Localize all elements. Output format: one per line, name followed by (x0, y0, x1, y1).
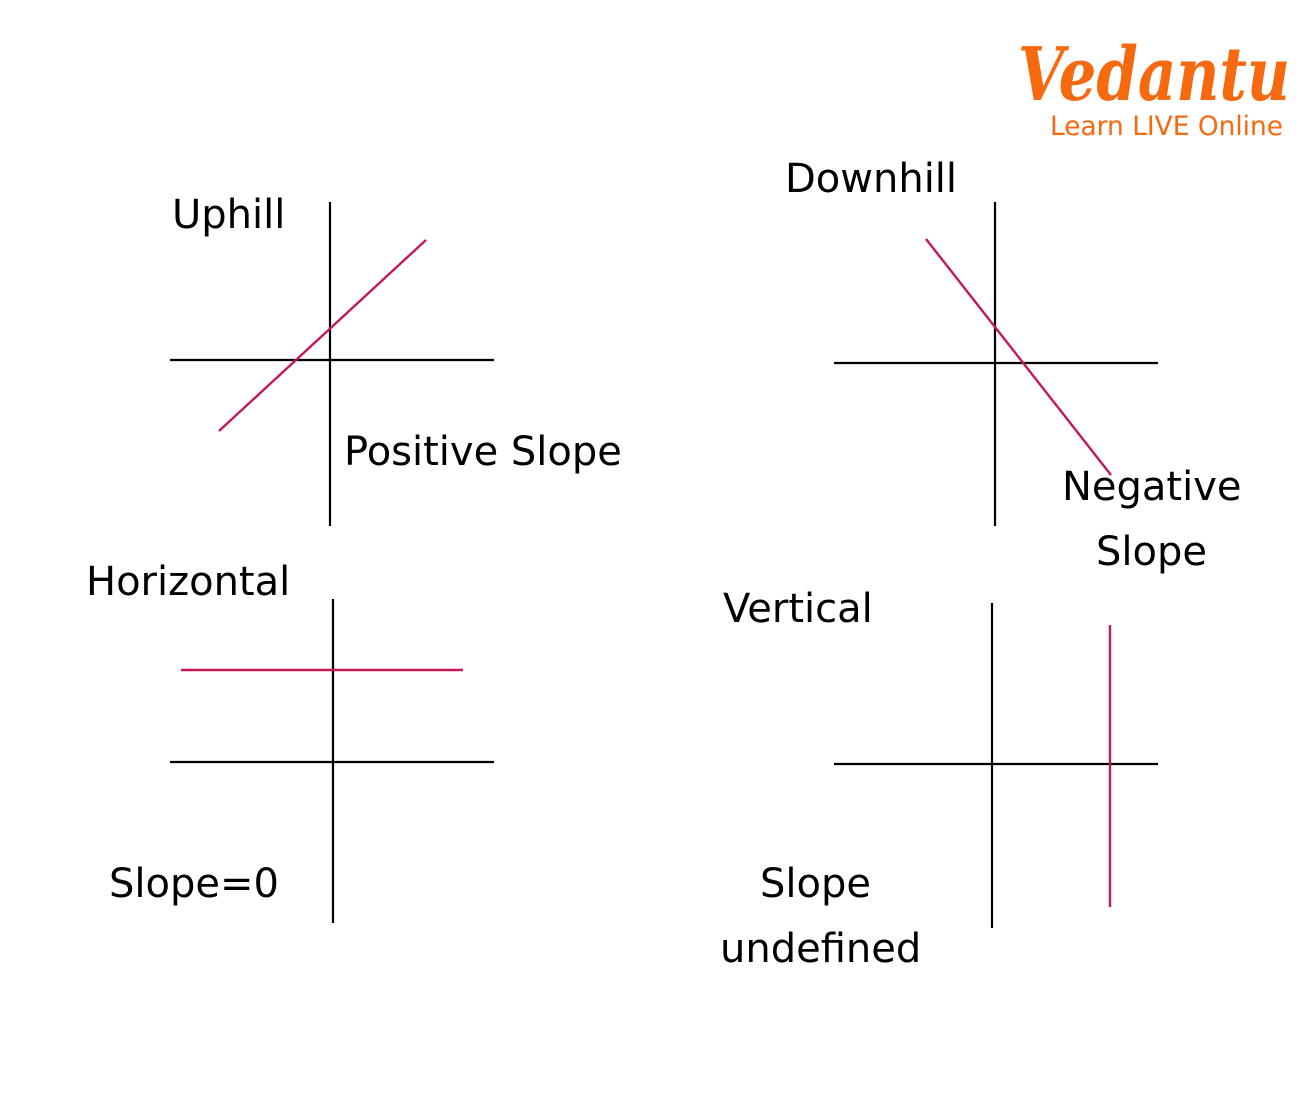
vedantu-logo: Vedantu Learn LIVE Online (1018, 32, 1290, 142)
vertical-caption-line1: Slope (760, 861, 871, 907)
downhill-caption-line1: Negative (1062, 464, 1242, 510)
positive-slope-line (218, 239, 427, 432)
downhill-title: Downhill (785, 156, 957, 202)
horizontal-caption: Slope=0 (109, 861, 279, 907)
downhill-caption-line2: Slope (1096, 529, 1207, 575)
vertical-caption-line2: undefined (720, 926, 921, 972)
logo-brand: Vedantu (1018, 32, 1290, 118)
panel-horizontal: Horizontal Slope=0 (86, 559, 494, 923)
uphill-title: Uphill (172, 192, 285, 238)
negative-slope-line (925, 238, 1112, 476)
panel-downhill: Downhill Negative Slope (785, 156, 1242, 575)
panel-vertical: Vertical Slope undefined (720, 586, 1158, 972)
horizontal-title: Horizontal (86, 559, 290, 605)
panel-uphill: Uphill Positive Slope (170, 192, 622, 526)
uphill-caption: Positive Slope (344, 429, 622, 475)
logo-tagline: Learn LIVE Online (1050, 111, 1283, 142)
vertical-title: Vertical (723, 586, 873, 632)
